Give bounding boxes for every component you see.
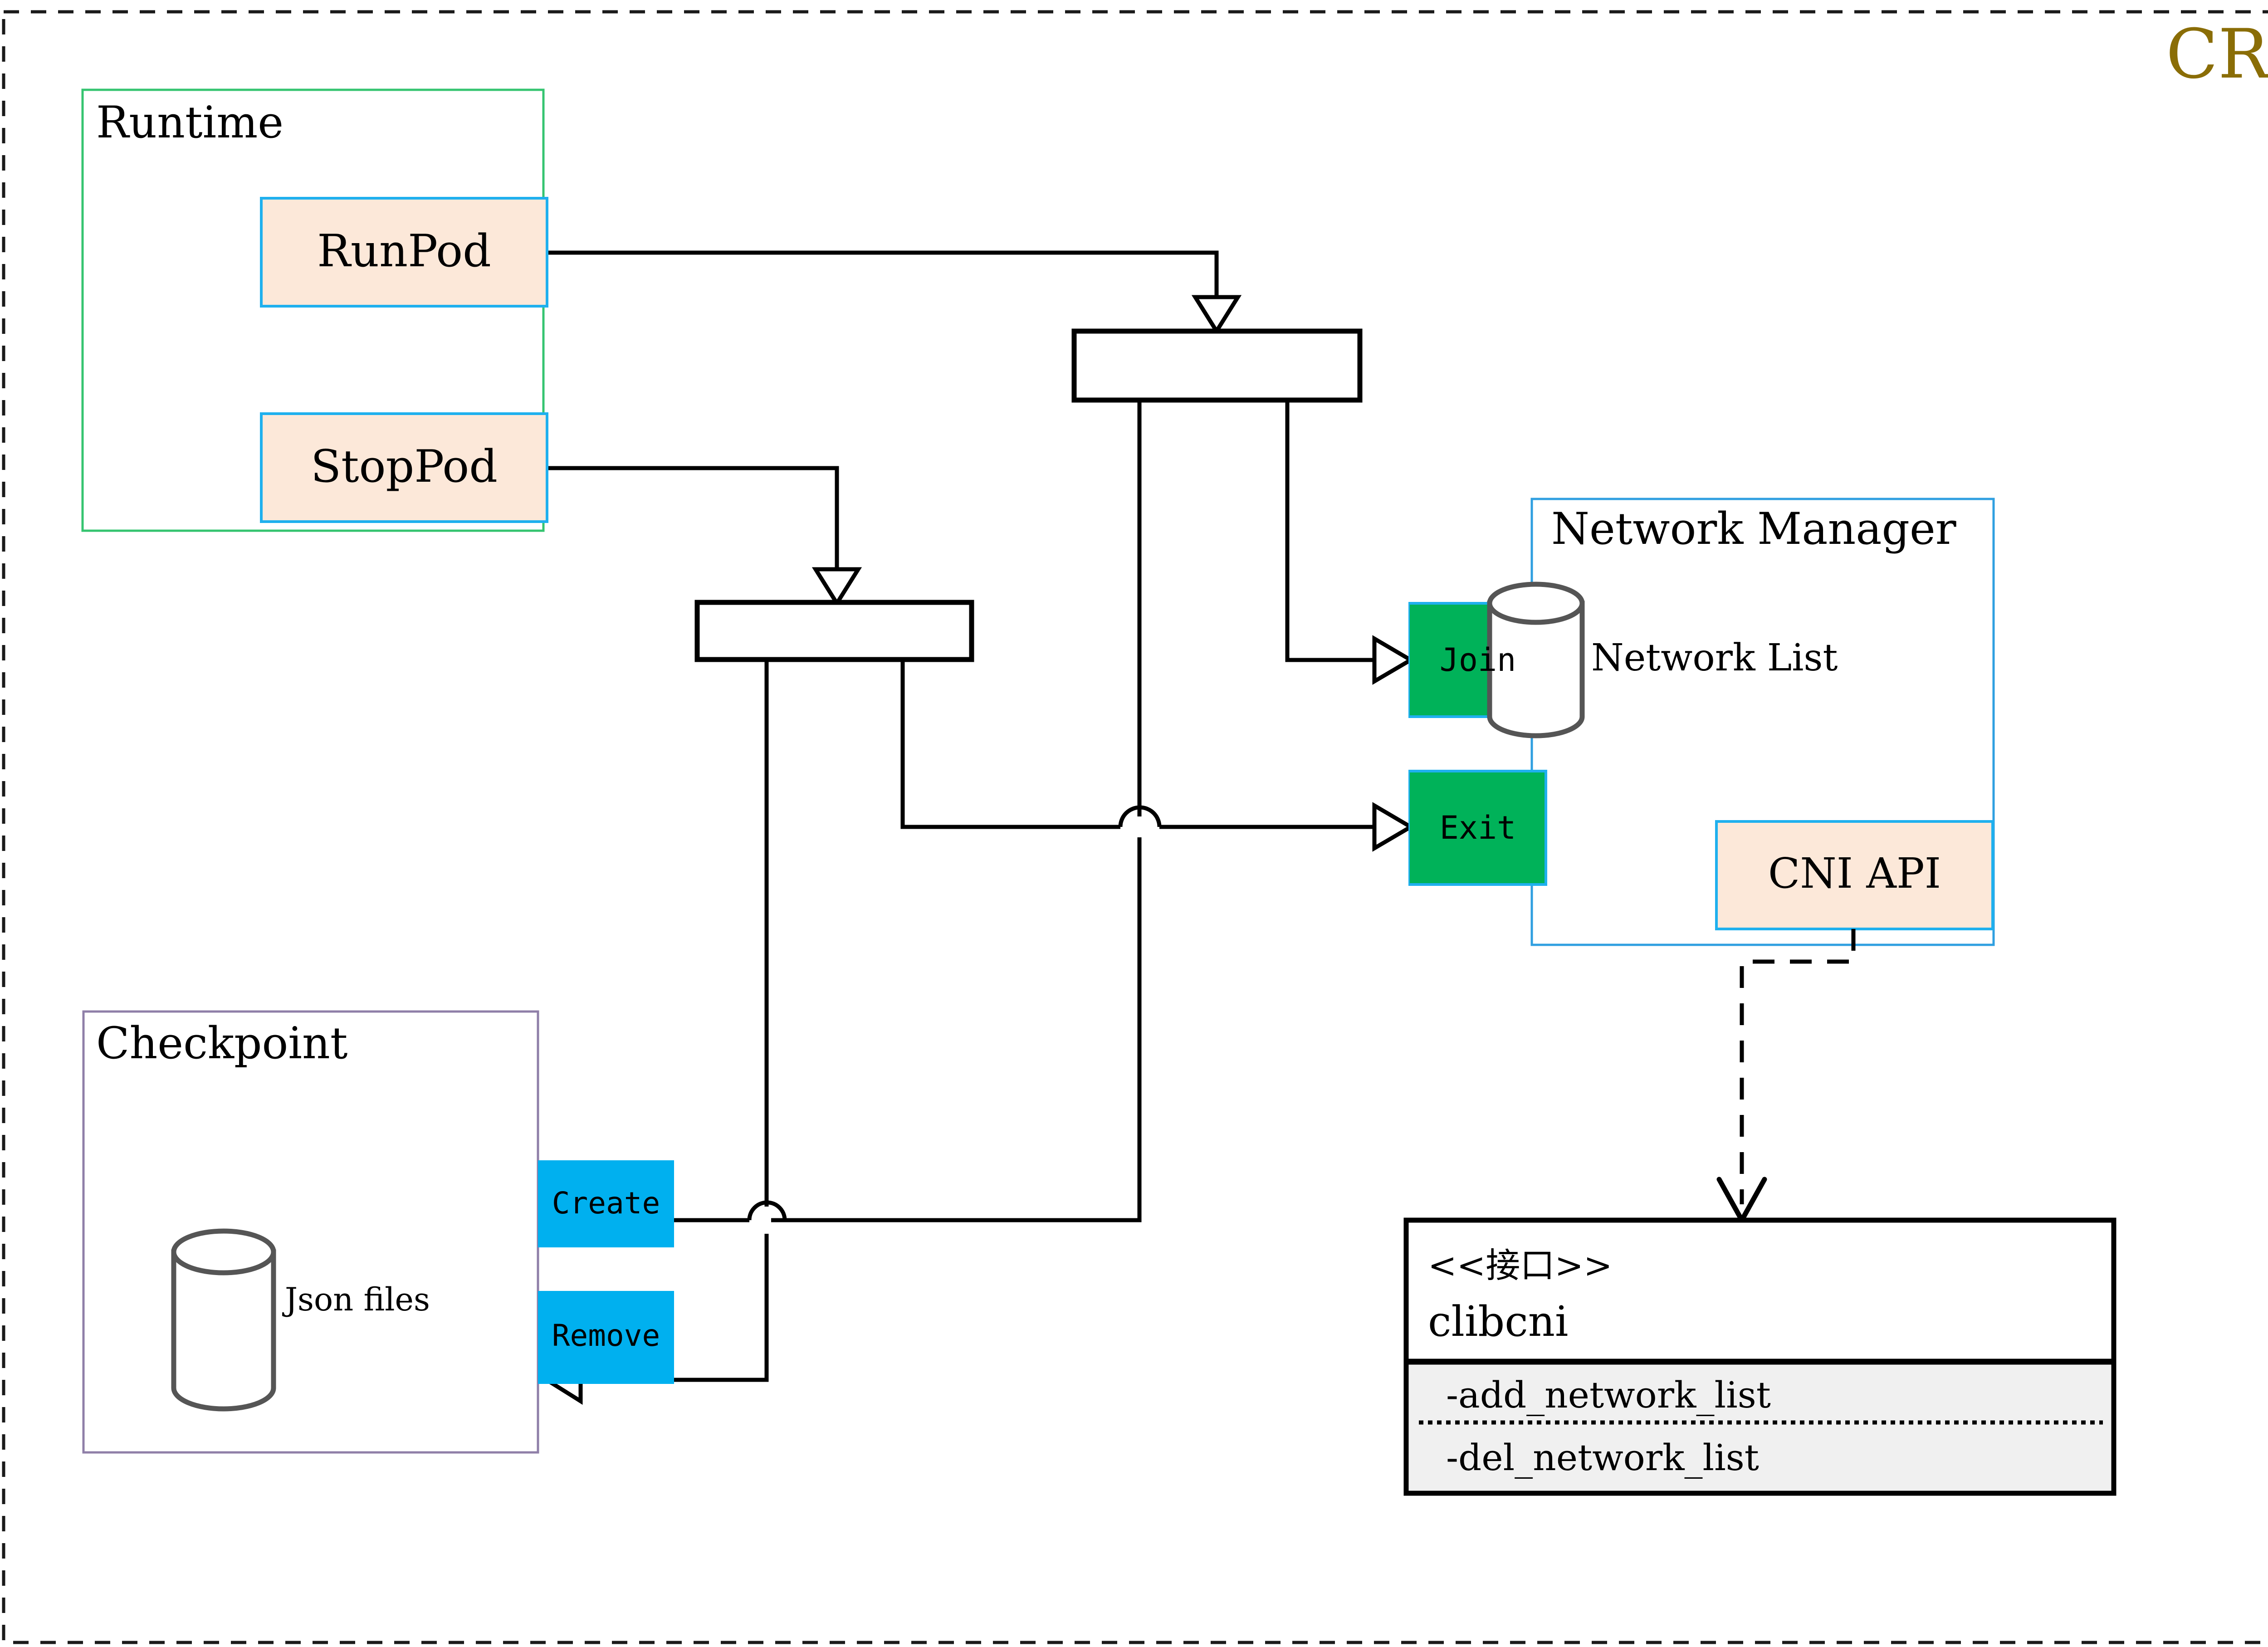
node-runpod-label[interactable]: RunPod — [317, 225, 491, 277]
edge-cniapi-to-clibcni — [1740, 929, 1856, 1204]
checkpoint-group-box — [82, 1010, 539, 1454]
edge-stoppod-to-fork-bottom — [547, 466, 837, 590]
runtime-group-label: Runtime — [96, 97, 284, 148]
edge-forkbottom-right-leg — [900, 659, 1120, 829]
node-create-box — [538, 1160, 674, 1247]
edge-runpod-to-fork-top — [547, 250, 1217, 318]
node-exit-box — [1410, 772, 1545, 883]
node-remove-box — [538, 1291, 674, 1384]
edge-hop-exit — [1118, 805, 1162, 827]
edge-forktop-right-leg-to-join — [1285, 399, 1388, 660]
node-stoppod-box — [260, 412, 548, 523]
arrowhead-into-fork-bottom — [811, 567, 862, 607]
fork-bar-bottom — [694, 600, 974, 662]
edge-hop-create — [747, 1200, 787, 1221]
edge-forktop-left-leg-lower — [771, 837, 1142, 1222]
json-files-label: Json files — [285, 1281, 430, 1318]
arrowheads-right — [1372, 635, 1415, 852]
network-manager-group-label: Network Manager — [1551, 503, 1956, 554]
arrowhead-into-exit — [1372, 802, 1415, 852]
interface-stereotype: <<接口>> — [1428, 1245, 1613, 1285]
json-files-cylinder — [171, 1228, 276, 1412]
network-list-cylinder — [1487, 582, 1585, 738]
node-remove-label[interactable]: Remove — [552, 1318, 660, 1353]
node-stoppod-label[interactable]: StopPod — [311, 441, 498, 493]
interface-method-1: -del_network_list — [1446, 1437, 1759, 1479]
arrowheads-down — [811, 295, 1242, 607]
node-join-label[interactable]: Join — [1439, 641, 1516, 679]
interface-methods-compartment — [1409, 1362, 2111, 1491]
node-exit-label[interactable]: Exit — [1439, 809, 1516, 846]
node-cniapi-label[interactable]: CNI API — [1768, 849, 1941, 898]
page-title: CRI — [2166, 15, 2268, 94]
node-cniapi-box — [1715, 820, 1994, 930]
outer-dashed-frame — [2, 10, 2268, 1644]
network-list-label: Network List — [1591, 636, 1838, 679]
node-create-label[interactable]: Create — [552, 1186, 660, 1221]
arrowhead-into-join — [1372, 635, 1415, 685]
checkpoint-group-label: Checkpoint — [96, 1018, 348, 1069]
interface-method-0: -add_network_list — [1446, 1374, 1771, 1416]
node-runpod-box — [260, 197, 548, 308]
interface-name: clibcni — [1428, 1297, 1569, 1346]
arrowhead-into-fork-top — [1191, 295, 1242, 335]
fork-bar-top — [1071, 328, 1363, 403]
